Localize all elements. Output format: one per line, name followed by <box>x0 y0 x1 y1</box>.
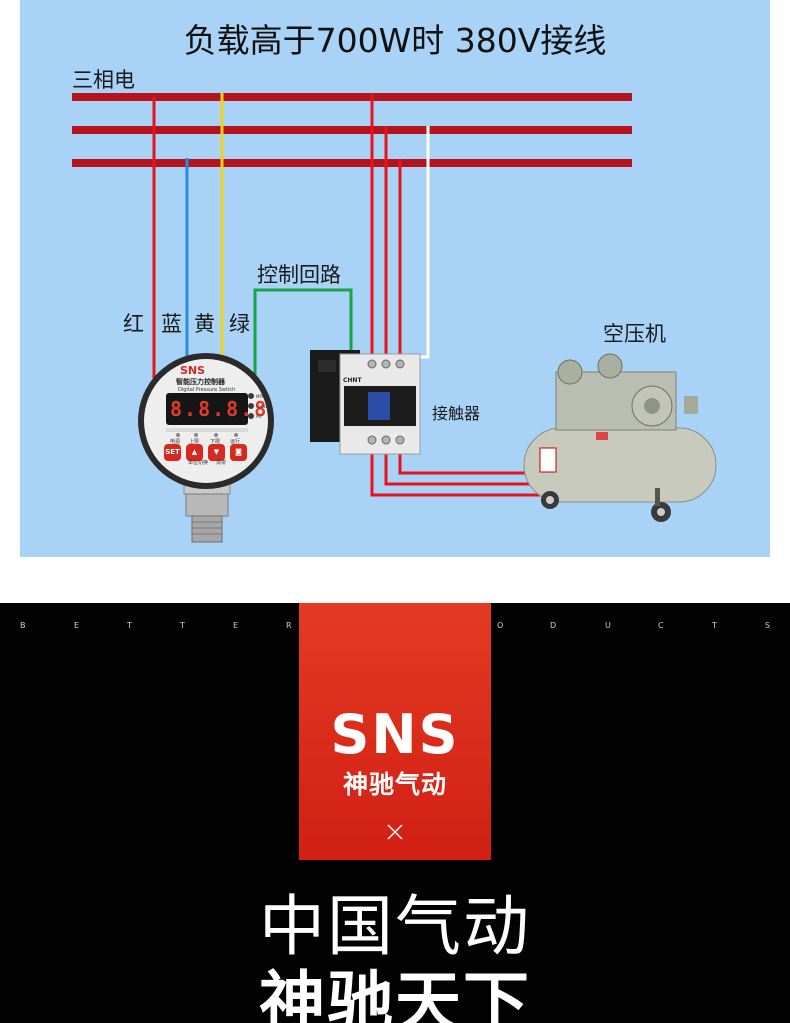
wire-label-green: 绿 <box>229 312 250 336</box>
wiring-diagram <box>72 93 717 543</box>
gauge-footer-right: 清零 <box>216 460 227 466</box>
gauge-name: 智能压力控制器 <box>176 378 225 386</box>
wire-label-yellow: 黄 <box>194 312 215 336</box>
contactor-brand: CHNT <box>343 377 362 384</box>
brand-banner: B E T T E R P R O D U C T S SNS 神驰气动 中国气… <box>0 603 790 1023</box>
contactor-image <box>310 350 421 455</box>
gauge-button-label: 电源 <box>170 439 181 445</box>
diagram-title: 负载高于700W时 380V接线 <box>183 21 607 60</box>
slogan-line-1: 中国气动 <box>259 888 531 965</box>
gauge-up-button: ▲ <box>186 444 203 461</box>
tagline-letter: R <box>286 621 292 630</box>
brand-logo-block: SNS 神驰气动 <box>299 603 491 860</box>
wire-green <box>253 288 353 378</box>
close-icon <box>387 824 403 840</box>
gauge-footer-left: 单位切换 <box>188 460 209 466</box>
wire-label-blue: 蓝 <box>161 312 182 336</box>
tagline-letter: O <box>497 621 504 630</box>
tagline-letter: B <box>20 621 26 630</box>
busbar-l3 <box>72 159 632 167</box>
wire-label-red: 红 <box>123 312 144 336</box>
control-circuit-label: 控制回路 <box>257 263 341 287</box>
gauge-brand: SNS <box>180 364 206 377</box>
three-phase-label: 三相电 <box>72 68 135 92</box>
gauge-button-label: 运行 <box>230 439 241 445</box>
tagline-letter: D <box>550 621 557 630</box>
compressor-label: 空压机 <box>603 322 666 346</box>
tagline-letter: E <box>74 621 80 630</box>
gauge-button-label: 下限 <box>210 439 221 445</box>
brand-logo: SNS <box>330 703 460 766</box>
wire-out-3 <box>398 430 540 475</box>
tagline-letter: T <box>712 621 717 630</box>
gauge-led-label: Psi <box>256 414 262 419</box>
tagline-letter: S <box>765 621 771 630</box>
air-compressor-image <box>523 353 717 522</box>
tagline-letter: T <box>180 621 185 630</box>
gauge-set-button: SET <box>164 444 181 461</box>
gauge-led-label: MPa <box>256 394 265 399</box>
gauge-led-label: kgf/cm² <box>256 404 272 409</box>
busbar-l2 <box>72 126 632 134</box>
gauge-subtitle: Digital Pressure Switch <box>178 387 236 393</box>
tagline-letter: E <box>233 621 239 630</box>
gauge-button-label: 上限 <box>189 439 200 445</box>
gauge-display: 8.8.8.8 <box>170 397 269 421</box>
tagline-letter: U <box>605 621 611 630</box>
slogan-line-2: 神驰天下 <box>259 964 531 1023</box>
gauge-run-button: ◙ <box>230 444 247 461</box>
contactor-label: 接触器 <box>432 404 481 423</box>
tagline-letter: T <box>127 621 132 630</box>
brand-chinese-name: 神驰气动 <box>342 770 447 799</box>
gauge-down-button: ▼ <box>208 444 225 461</box>
tagline-letter: C <box>658 621 664 630</box>
busbar-l1 <box>72 93 632 101</box>
